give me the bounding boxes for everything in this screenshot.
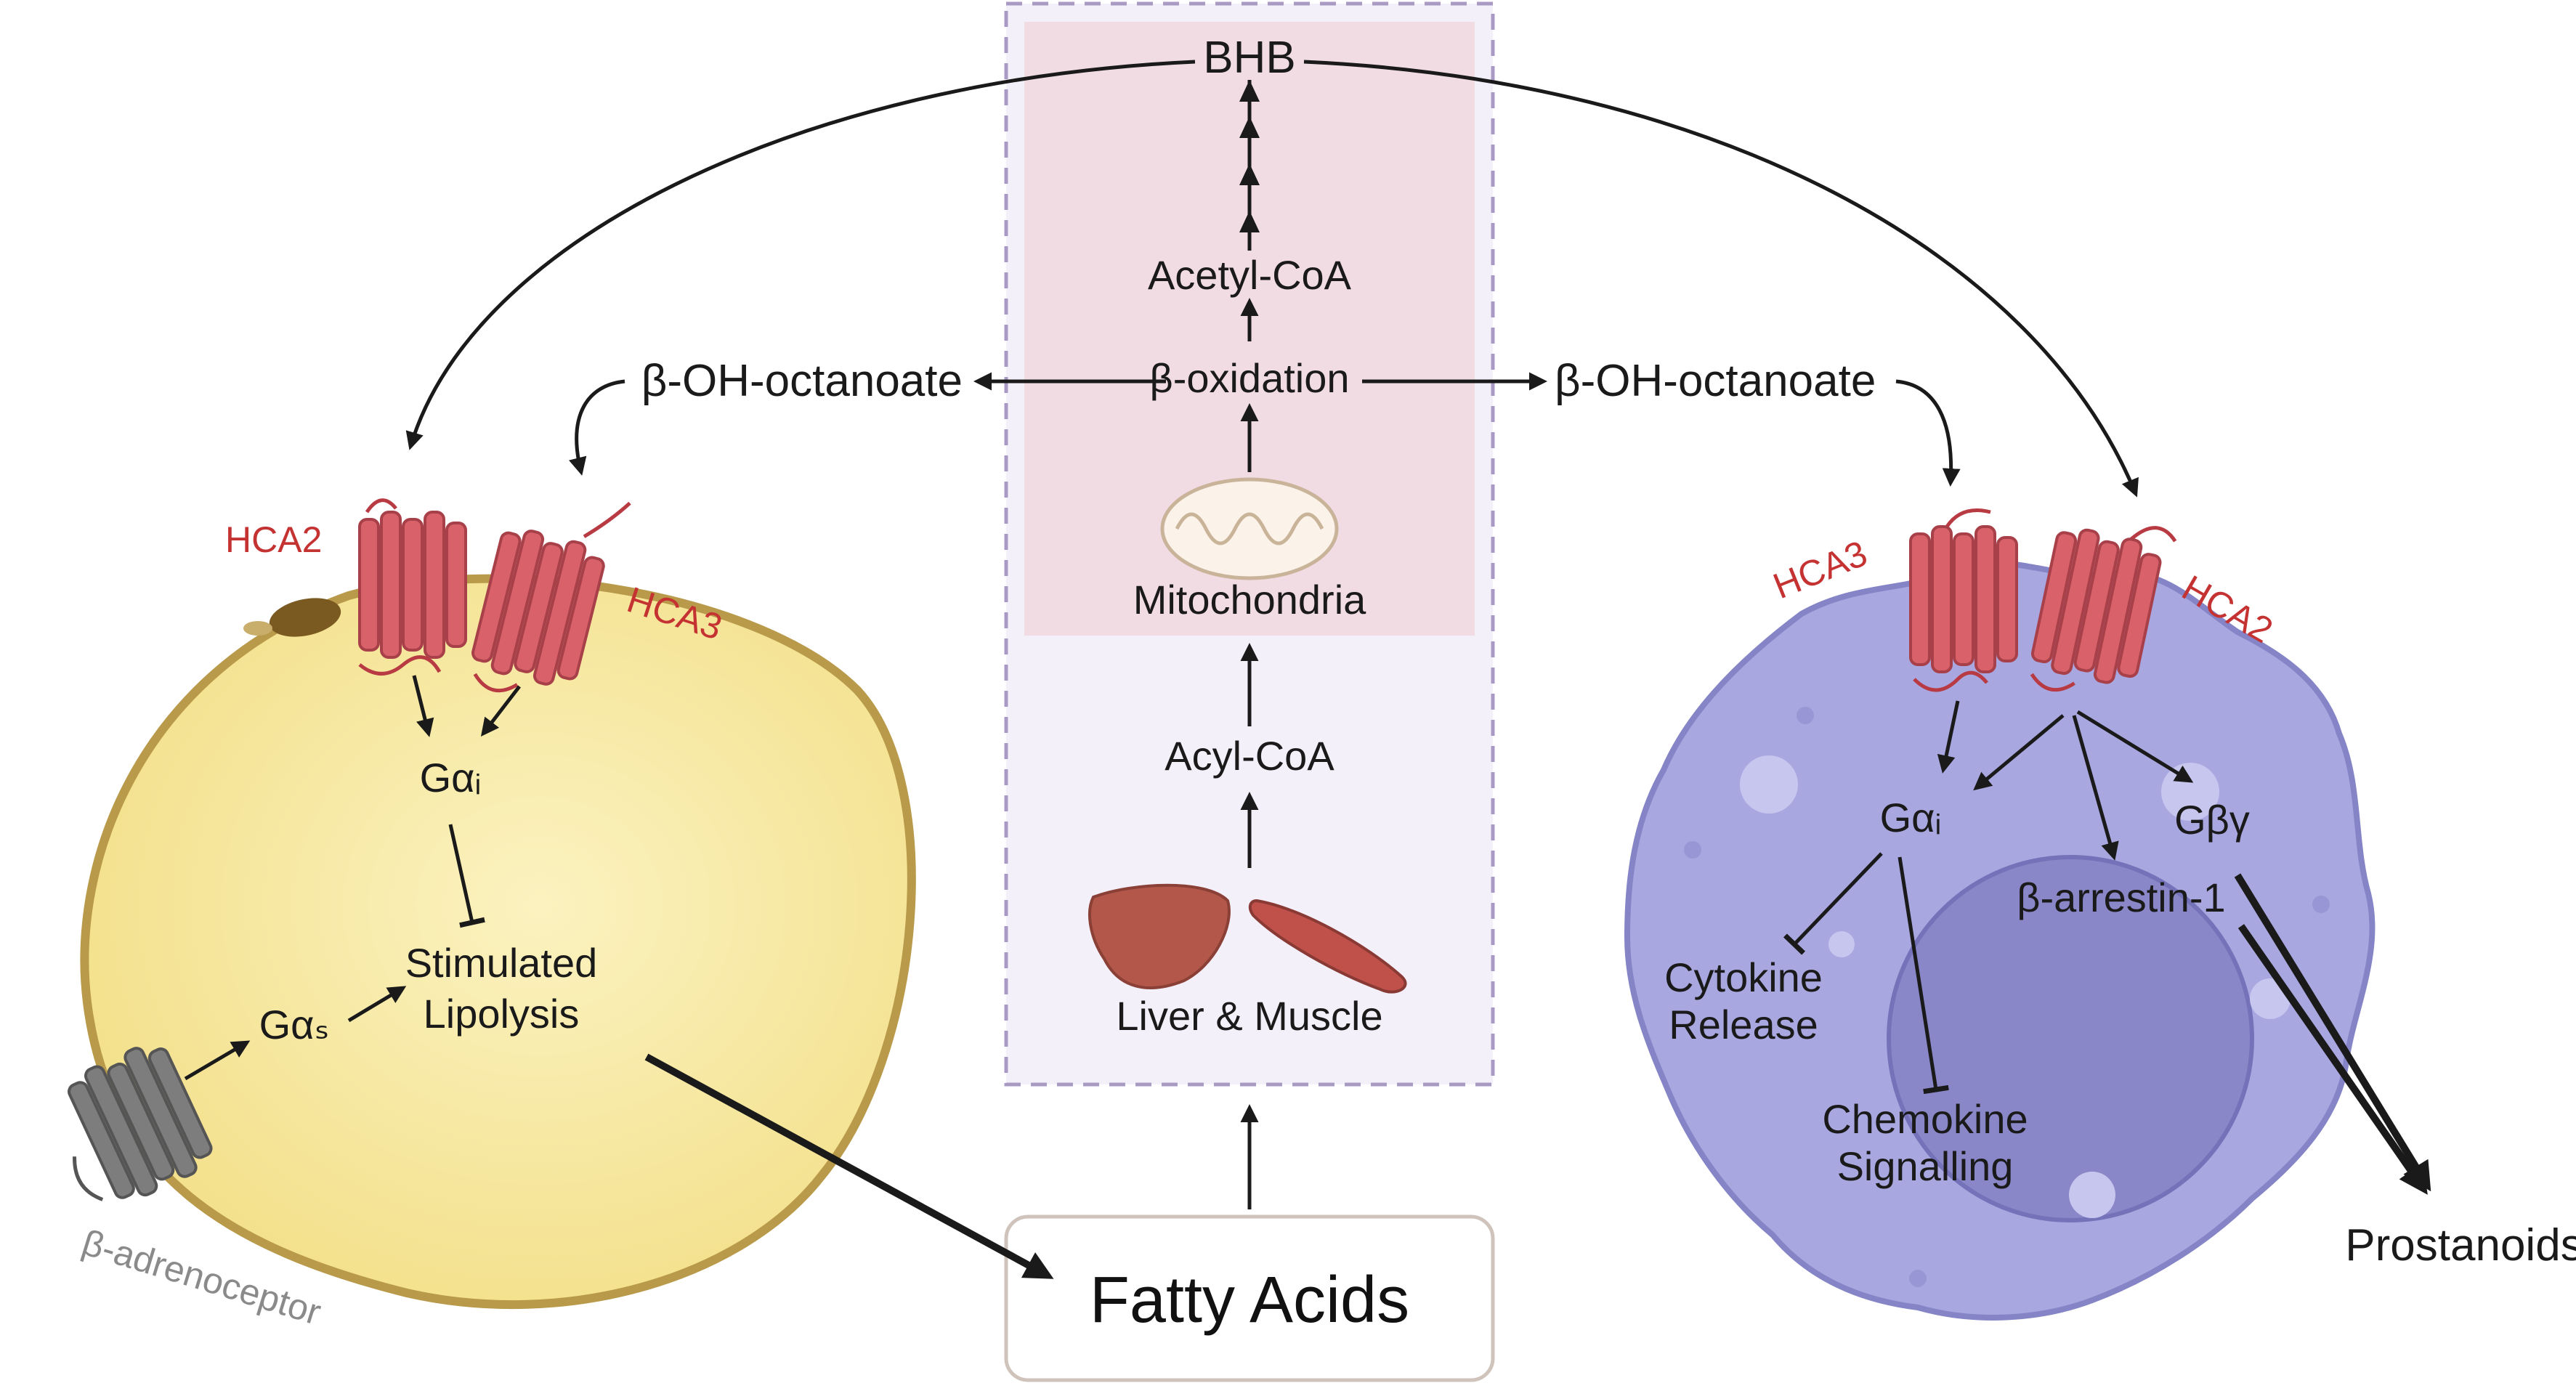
liver-muscle-label: Liver & Muscle	[1116, 993, 1382, 1039]
vesicle	[1828, 931, 1855, 957]
acyl-coa-label: Acyl-CoA	[1165, 733, 1334, 779]
oh-octanoate-right-label: β-OH-octanoate	[1555, 356, 1876, 406]
arrow-arrestin-to-prostanoids	[2237, 924, 2428, 1195]
muscle-icon	[1248, 899, 1407, 994]
arrow-hca3-to-gai	[480, 685, 521, 737]
inhibit-gai-to-chemokine	[1897, 856, 1949, 1095]
vesicle	[1740, 755, 1798, 814]
bhb-label: BHB	[1203, 33, 1295, 83]
granule	[1797, 707, 1814, 724]
arrow-immune-hca3-to-gai	[1937, 700, 1960, 774]
cytokine-label: Cytokine	[1664, 954, 1823, 1000]
adipocyte-hca2-receptor	[358, 498, 467, 676]
fatty-acids-box	[1004, 1214, 1495, 1382]
acetyl-coa-label: Acetyl-CoA	[1148, 252, 1352, 298]
arrow-hca2-to-arrestin	[2072, 715, 2119, 861]
granule	[1684, 841, 1701, 859]
arrow-adrenoceptor-to-gas	[184, 1040, 251, 1081]
arrow-bhb-to-adipocyte-hca2	[405, 60, 1196, 450]
adipocyte-gai-label: Gαᵢ	[420, 755, 482, 800]
arrow-lipolysis-to-fatty-acids	[644, 1053, 1054, 1279]
arrow-immune-hca2-to-gai	[1973, 714, 2065, 791]
mitochondria-label: Mitochondria	[1133, 577, 1366, 622]
immune-gai-label: Gαᵢ	[1880, 795, 1942, 840]
beta-adrenoceptor-receptor	[68, 1047, 213, 1201]
granule	[1909, 1270, 1927, 1287]
beta-oxidation-label: β-oxidation	[1149, 355, 1349, 401]
prostanoids-label: Prostanoids	[2345, 1220, 2576, 1270]
arrow-gby-to-prostanoids	[2234, 873, 2431, 1192]
inhibit-gai-to-cytokine	[1783, 852, 1883, 955]
arrow-octanoate-to-adipocyte-hca3	[569, 379, 625, 476]
adipocyte-organelle	[243, 621, 272, 636]
arrow-bhb-to-immune-hca2	[1303, 60, 2139, 498]
lipolysis-label: Lipolysis	[424, 991, 580, 1037]
liver-icon	[1088, 883, 1231, 989]
adipocyte-cell	[80, 574, 916, 1310]
arrow-acetylcoa-to-bhb	[1239, 80, 1260, 251]
adipocyte-hca3-receptor	[471, 501, 631, 693]
gby-label: Gβγ	[2174, 797, 2250, 843]
mitochondrion-icon	[1160, 477, 1339, 580]
arrow-hca2-to-gai	[412, 675, 434, 737]
immune-nucleus	[1887, 855, 2254, 1222]
signalling-label: Signalling	[1837, 1143, 2014, 1189]
stimulated-label: Stimulated	[405, 940, 598, 986]
arrestin-label: β-arrestin-1	[2017, 875, 2225, 920]
oh-octanoate-left-label: β-OH-octanoate	[641, 356, 963, 406]
vesicle	[2069, 1172, 2115, 1218]
arrow-gas-to-lipolysis	[347, 986, 407, 1023]
immune-hca3-receptor	[1909, 508, 2018, 692]
fatty-acids-label: Fatty Acids	[1090, 1264, 1409, 1337]
granule	[2312, 896, 2330, 913]
inhibit-gai-to-lipolysis	[448, 824, 485, 928]
immune-cell	[1624, 559, 2375, 1321]
immune-hca2-receptor	[2030, 526, 2177, 692]
release-label: Release	[1669, 1002, 1818, 1047]
adipocyte-nucleus	[269, 598, 341, 637]
gas-label: Gαₛ	[259, 1002, 330, 1047]
arrow-octanoate-to-immune-hca3	[1895, 379, 1961, 487]
chemokine-label: Chemokine	[1822, 1096, 2028, 1142]
arrow-hca2-to-gby	[2076, 710, 2194, 783]
adipocyte-hca2-label: HCA2	[225, 519, 322, 560]
